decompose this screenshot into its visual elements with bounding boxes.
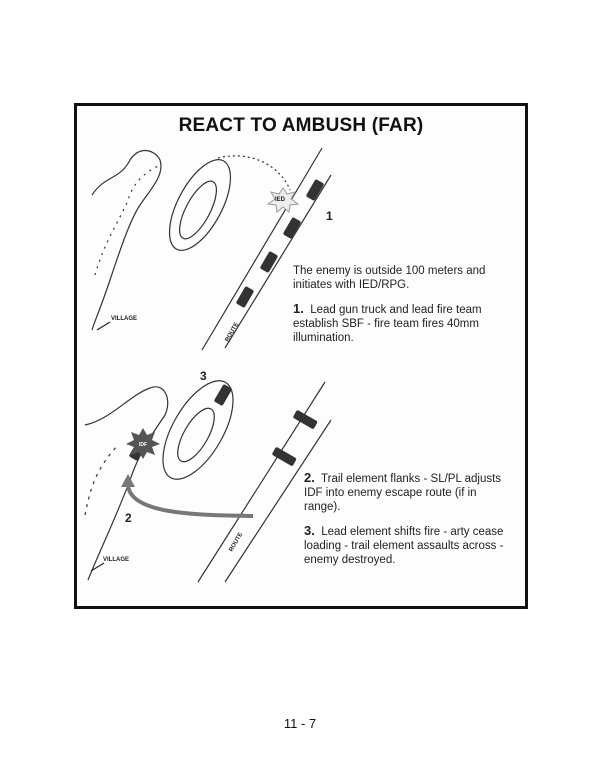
diagram-frame: REACT TO AMBUSH (FAR) [74, 103, 528, 609]
gun-truck-icon [260, 251, 278, 273]
step-3-marker: 3 [200, 369, 207, 383]
terrain-outline [91, 150, 162, 331]
route-label: ROUTE [229, 532, 245, 553]
village-arrow-icon [90, 562, 105, 572]
step-3-number: 3. [304, 523, 315, 538]
hill-contour [162, 380, 234, 480]
terrain-outline [84, 386, 169, 581]
ied-label: IED [275, 197, 286, 203]
step-1-marker: 1 [326, 209, 333, 223]
page-number: 11 - 7 [283, 716, 317, 731]
step-3-text: 3. Lead element shifts fire - arty cease… [304, 524, 514, 567]
step-2-description: Trail element flanks - SL/PL adjusts IDF… [304, 473, 502, 513]
hill-contour [177, 407, 215, 463]
gun-truck-icon [236, 286, 254, 308]
diagram-title: REACT TO AMBUSH (FAR) [178, 115, 424, 136]
idf-label: IDF [139, 442, 147, 448]
step-2-marker: 2 [125, 511, 132, 525]
gun-truck-icon [293, 410, 318, 429]
idf-burst-icon [126, 428, 160, 459]
dry-riverbed [94, 164, 161, 276]
route-label: ROUTE [225, 322, 241, 343]
hill-contour [168, 159, 232, 251]
rpg-trajectory [217, 155, 291, 191]
step-1-description: Lead gun truck and lead fire team establ… [293, 304, 482, 344]
step-2-number: 2. [304, 470, 315, 485]
vehicle-icons [129, 179, 324, 466]
step-2-text: 2. Trail element flanks - SL/PL adjusts … [304, 471, 514, 514]
step-1-number: 1. [293, 301, 304, 316]
route-edge [224, 174, 332, 349]
gun-truck-icon [283, 217, 301, 239]
ied-burst-icon [266, 187, 300, 213]
route-edge [201, 147, 323, 351]
intro-text: The enemy is outside 100 meters and init… [293, 265, 486, 291]
village-label: VILLAGE [111, 316, 137, 322]
flank-arrow [126, 484, 254, 518]
village-label: VILLAGE [103, 557, 129, 563]
step-1-text: 1. Lead gun truck and lead fire team est… [293, 302, 503, 345]
step-3-description: Lead element shifts fire - arty cease lo… [304, 526, 504, 566]
dry-riverbed [84, 444, 119, 516]
bottom-text-block: 2. Trail element flanks - SL/PL adjusts … [304, 471, 514, 577]
route-edge [224, 419, 332, 583]
hill-contour [179, 180, 217, 240]
gun-truck-icon [272, 447, 297, 466]
arrowhead-icon [121, 474, 135, 487]
top-text-block: The enemy is outside 100 meters and init… [293, 264, 503, 355]
village-arrow-icon [96, 321, 111, 331]
gun-truck-icon [306, 179, 324, 201]
gun-truck-icon [214, 384, 232, 406]
